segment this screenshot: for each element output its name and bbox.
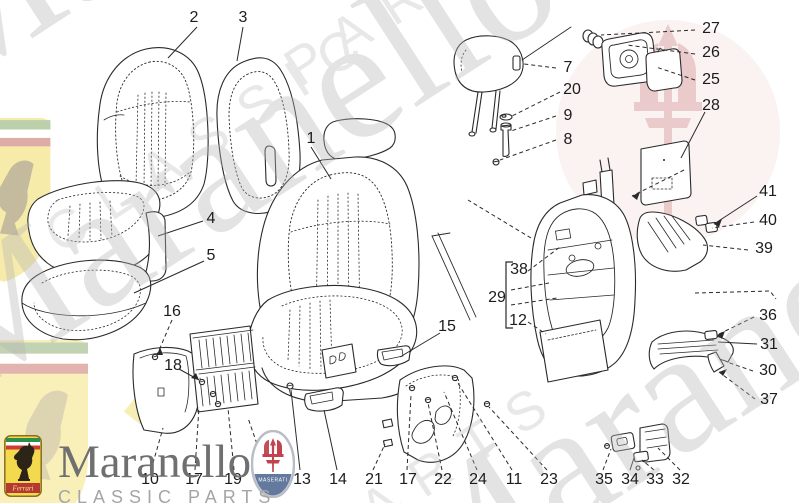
part-valance-panel [132, 346, 201, 434]
part-rail-feet [286, 345, 411, 412]
leader-lines [133, 26, 777, 471]
part-armrest-panel [636, 211, 718, 272]
part-switch-unit [604, 423, 671, 471]
brand-name: Maranello [58, 436, 252, 488]
part-headrest-guides [492, 113, 513, 166]
trident-icon [262, 438, 284, 472]
part-backrest-rear-panel [640, 140, 692, 206]
maranello-logo: Ferrari Maranello CLASSIC PARTS [4, 435, 276, 503]
part-seat-cushion [27, 180, 167, 283]
part-cushion-foam [21, 259, 152, 341]
part-headrest [453, 35, 524, 137]
part-complete-seat [247, 118, 421, 403]
part-speaker-assembly [582, 29, 683, 92]
part-backrest-frame [530, 157, 637, 383]
construction-lines [431, 26, 572, 321]
ferrari-shield-logo: Ferrari [4, 435, 42, 497]
maserati-badge: MASERATI [251, 430, 295, 498]
part-switch-side-panel [381, 365, 491, 463]
brand-tagline: CLASSIC PARTS [58, 487, 277, 503]
prancing-horse-icon [13, 442, 35, 481]
maserati-badge-text: MASERATI [258, 478, 287, 484]
part-trim-strip [648, 330, 734, 373]
ferrari-shield-text: Ferrari [12, 485, 34, 493]
part-slatted-panel [151, 325, 259, 413]
